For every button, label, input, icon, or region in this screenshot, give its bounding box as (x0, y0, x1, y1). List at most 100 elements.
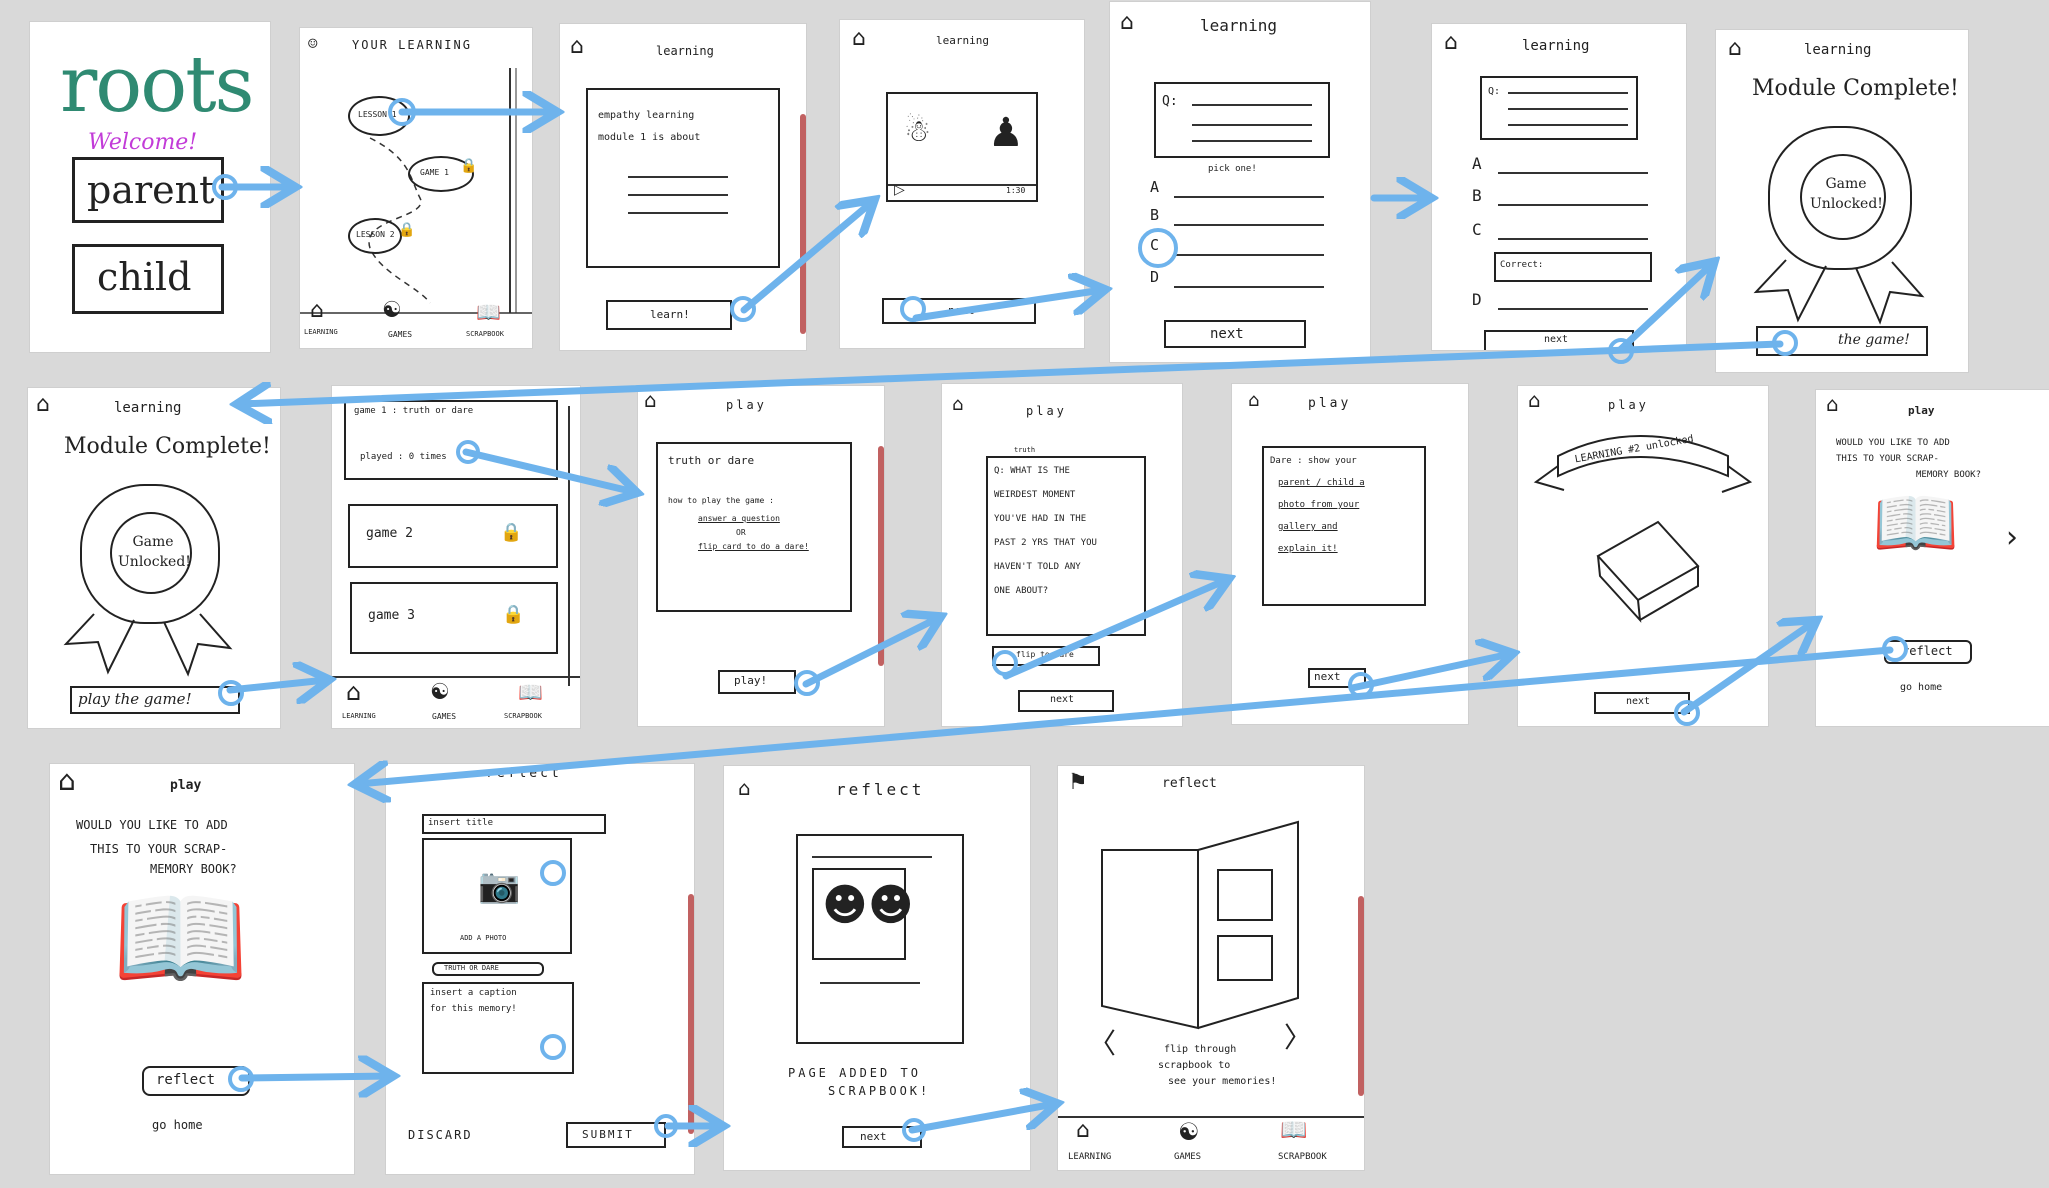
home-icon[interactable]: ⌂ (952, 394, 964, 415)
video-player[interactable]: ☃ ♟ ▷ 1:30 (886, 92, 1038, 202)
page-title: learning (936, 34, 989, 47)
page-title: learning (656, 44, 714, 58)
nav-learning[interactable]: LEARNING (1068, 1152, 1112, 1162)
photo-frame: ☻☻ (812, 868, 914, 960)
nav-games[interactable]: GAMES (388, 330, 413, 339)
screen-games-list: game 1 : truth or dare played : 0 times … (332, 386, 580, 728)
page-title: YOUR LEARNING (352, 38, 472, 52)
red-mark (878, 446, 884, 666)
option-b[interactable]: B (1150, 206, 1160, 224)
home-icon[interactable]: ⌂ (644, 388, 657, 412)
learn-button[interactable]: learn! (606, 300, 732, 330)
gamepad-icon[interactable]: ☯ (1178, 1118, 1200, 1146)
option-line (1174, 254, 1324, 256)
nav-games[interactable]: GAMES (432, 712, 457, 721)
home-icon[interactable]: ⌂ (36, 392, 50, 417)
prompt-line-2: THIS TO YOUR SCRAP- (90, 842, 228, 856)
option-a[interactable]: A (1150, 178, 1160, 196)
home-icon[interactable]: ⌂ (310, 298, 324, 323)
next-page-button[interactable]: 〉 (1284, 1021, 1313, 1054)
home-icon[interactable]: ⌂ (570, 34, 584, 59)
app-logo: roots (60, 40, 255, 130)
red-mark (1358, 896, 1364, 1096)
option-line (1174, 286, 1324, 288)
book-icon (1596, 520, 1700, 623)
lock-icon: 🔒 (398, 222, 416, 238)
tap-indicator (1608, 338, 1634, 364)
scrapbook-icon[interactable]: 📖 (476, 300, 501, 324)
next-button-label: next (1544, 334, 1569, 345)
home-icon[interactable]: ⌂ (1728, 36, 1742, 61)
go-home-link[interactable]: go home (152, 1118, 203, 1132)
home-icon[interactable]: ⌂ (1120, 10, 1134, 35)
page-title: play (170, 778, 202, 793)
child-button[interactable]: child (72, 244, 224, 314)
home-icon[interactable]: ⌂ (346, 678, 362, 706)
dare-line-1: Dare : show your (1270, 456, 1357, 466)
chevron-right-icon[interactable]: › (2006, 520, 2018, 555)
nav-scrapbook[interactable]: SCRAPBOOK (466, 330, 504, 338)
scrapbook-icon[interactable]: 📖 (518, 680, 543, 704)
game-1-node[interactable]: GAME 1 (408, 156, 474, 192)
nav-learning[interactable]: LEARNING (342, 712, 376, 720)
home-icon[interactable]: ⌂ (1076, 1118, 1090, 1143)
nav-scrapbook[interactable]: SCRAPBOOK (1278, 1152, 1327, 1162)
screen-module-complete-2: ⌂ learning Module Complete! Game Unlocke… (28, 388, 280, 728)
title-input[interactable]: insert title (422, 814, 606, 834)
home-icon[interactable]: ⌂ (58, 764, 76, 797)
photo-upload[interactable]: 📷 ADD A PHOTO (422, 838, 572, 954)
next-button-label: next (1314, 670, 1341, 683)
option-d[interactable]: D (1472, 290, 1482, 309)
module-complete-heading: Module Complete! (1752, 76, 1959, 101)
play-game-label: the game! (1838, 332, 1910, 348)
caption-input[interactable]: insert a caption for this memory! (422, 982, 574, 1074)
play-button[interactable]: play! (718, 670, 796, 694)
nav-games[interactable]: GAMES (1174, 1152, 1202, 1162)
tap-indicator (540, 860, 566, 886)
home-icon[interactable]: ⌂ (1444, 30, 1458, 55)
game-3-card[interactable]: game 3 🔒 (350, 582, 558, 654)
question-card: Q: WHAT IS THE WEIRDEST MOMENT YOU'VE HA… (986, 456, 1146, 636)
home-icon[interactable]: ⌂ (738, 776, 751, 800)
discard-button[interactable]: DISCARD (408, 1128, 473, 1142)
nav-scrapbook[interactable]: SCRAPBOOK (504, 712, 542, 720)
question-box: Q: (1480, 76, 1638, 140)
parent-label: parent (87, 168, 215, 212)
home-icon[interactable]: ⌂ (852, 26, 866, 51)
correct-box: Correct: (1494, 252, 1652, 282)
gamepad-icon[interactable]: ☯ (430, 680, 450, 705)
scrapbook-icon[interactable]: 📖 (1280, 1118, 1308, 1143)
next-button[interactable]: next (1164, 320, 1306, 348)
game-3-title: game 3 (368, 608, 415, 623)
video-progress-bar[interactable] (888, 184, 1036, 186)
previous-page-button[interactable]: 〈 (1088, 1027, 1117, 1060)
content-card: empathy learning module 1 is about (586, 88, 780, 268)
game-1-card[interactable]: game 1 : truth or dare played : 0 times (344, 400, 558, 480)
next-button[interactable]: next (1018, 690, 1114, 712)
option-c[interactable]: C (1472, 220, 1482, 239)
option-d[interactable]: D (1150, 268, 1160, 286)
option-a[interactable]: A (1472, 154, 1482, 173)
submit-button[interactable]: SUBMIT (566, 1122, 666, 1148)
user-icon[interactable]: ☺ (308, 34, 318, 53)
rules-line-1: how to play the game : (668, 496, 774, 505)
play-icon[interactable]: ▷ (894, 182, 905, 198)
lesson-2-node[interactable]: LESSON 2 (348, 218, 402, 254)
question-line-2: WEIRDEST MOMENT (994, 490, 1076, 500)
text-line (1508, 92, 1628, 94)
nav-learning[interactable]: LEARNING (304, 328, 338, 336)
game-2-card[interactable]: game 2 🔒 (348, 504, 558, 568)
parent-button[interactable]: parent (72, 157, 224, 223)
home-icon[interactable]: ⌂ (1248, 390, 1260, 411)
go-home-link[interactable]: go home (1900, 682, 1943, 693)
tap-indicator (730, 296, 756, 322)
nav-divider (332, 676, 580, 678)
play-game-label: play the game! (78, 690, 192, 708)
play-game-button[interactable]: play the game! (70, 686, 240, 714)
gamepad-icon[interactable]: ☯ (382, 298, 402, 323)
home-icon[interactable]: ⌂ (1826, 392, 1839, 416)
option-b[interactable]: B (1472, 186, 1482, 205)
scrollbar[interactable] (568, 406, 570, 686)
page-title: play (1026, 404, 1067, 418)
game-1-title: game 1 : truth or dare (354, 406, 474, 416)
